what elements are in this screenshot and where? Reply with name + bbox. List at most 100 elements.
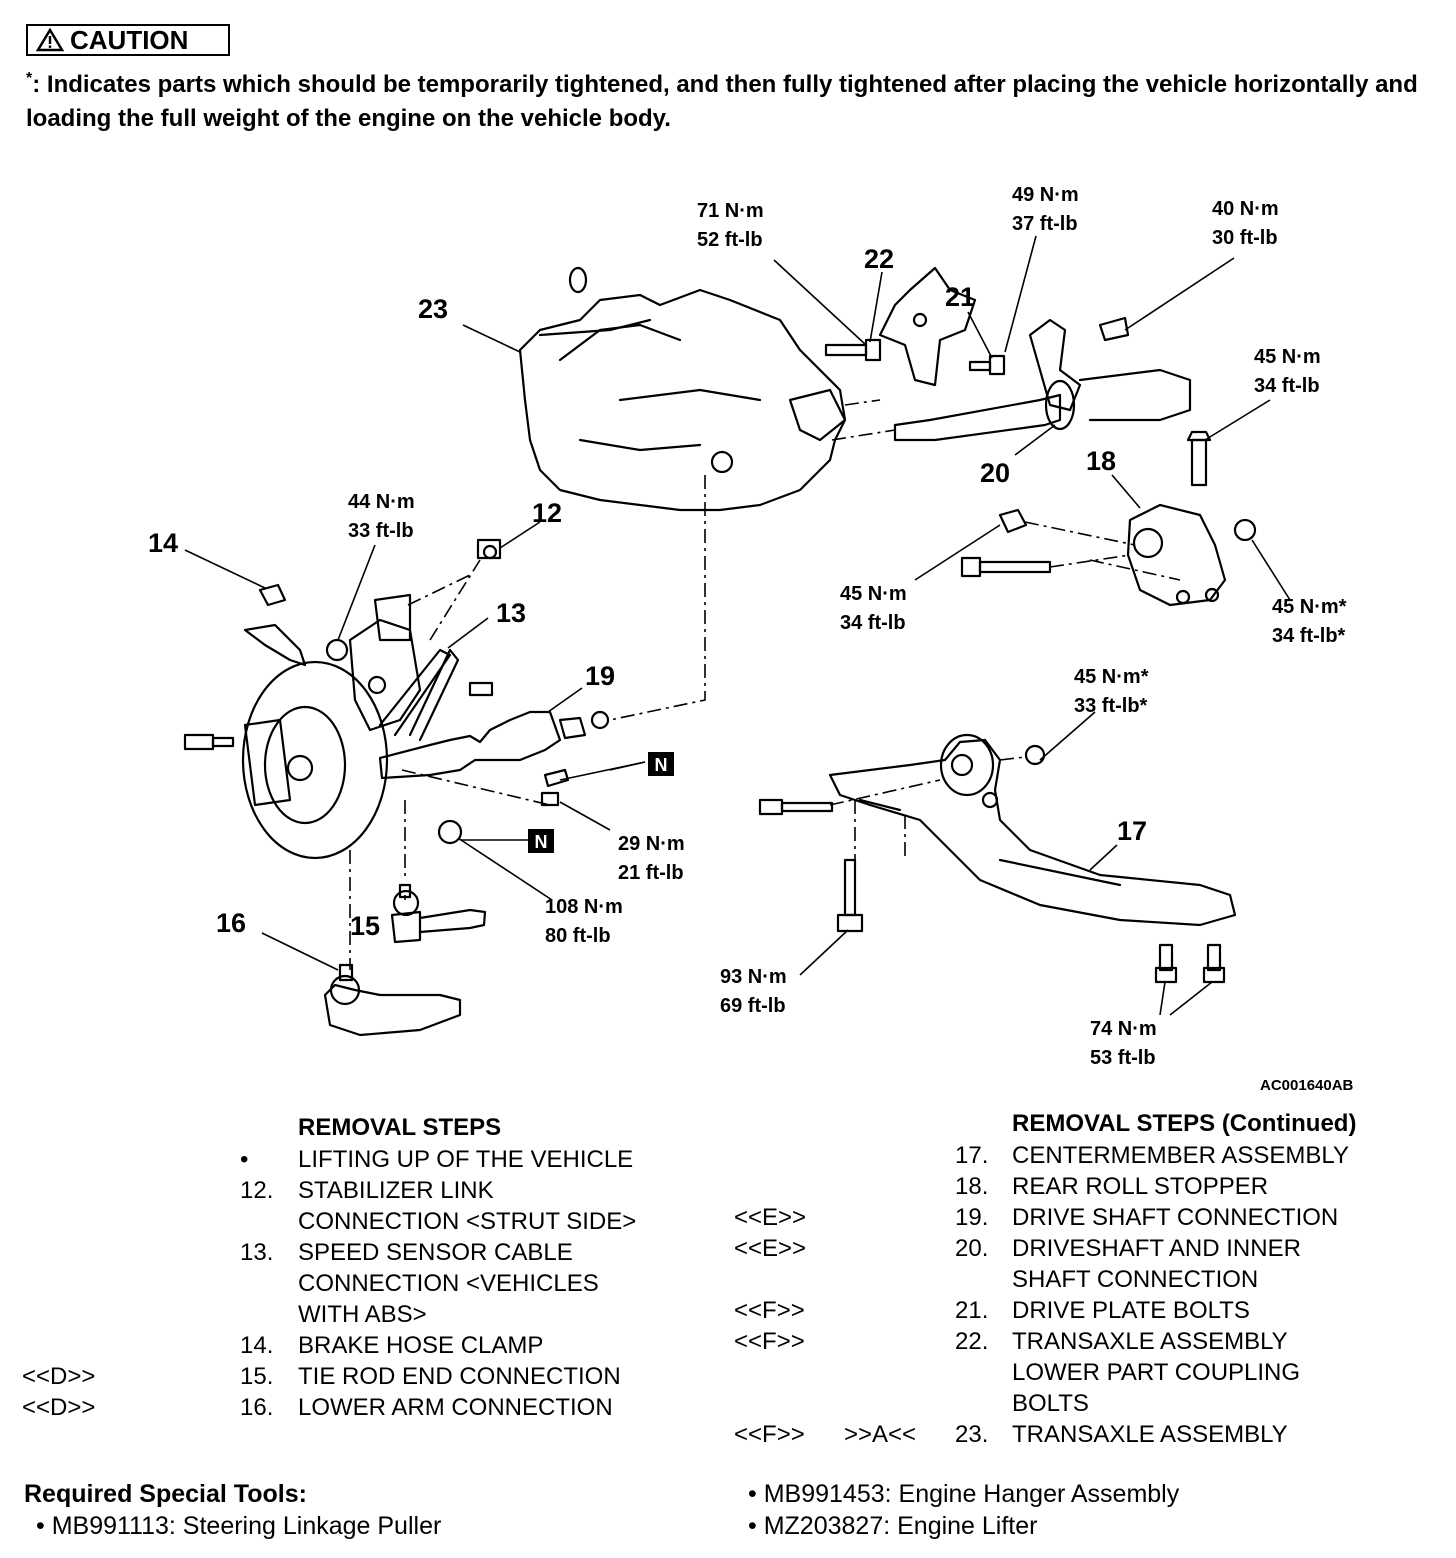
step-number: 12. [240, 1177, 274, 1204]
step-text: STABILIZER LINK [298, 1177, 494, 1204]
caution-box: CAUTION [26, 24, 230, 56]
step-reference: <<E>> [734, 1204, 807, 1231]
svg-text:34 ft-lb: 34 ft-lb [1254, 375, 1320, 397]
step-number: 15. [240, 1363, 274, 1390]
step-number: 21. [955, 1297, 989, 1324]
lower-arm-drawing [323, 963, 462, 1037]
svg-text:45 N·m*: 45 N·m* [1074, 666, 1149, 688]
svg-text:93 N·m: 93 N·m [720, 966, 787, 988]
svg-text:33 ft-lb: 33 ft-lb [348, 520, 414, 542]
part-label-14: 14 [148, 528, 178, 558]
removal-steps-continued-header: REMOVAL STEPS (Continued) [1012, 1110, 1357, 1137]
torque-45-star-33: 45 N·m* 33 ft-lb* [1074, 666, 1149, 717]
svg-text:45 N·m: 45 N·m [840, 583, 907, 605]
drive-plate-drawing [878, 266, 977, 387]
step-reference-secondary: >>A<< [844, 1421, 917, 1448]
centermember-drawing [758, 733, 1237, 984]
step-number: 22. [955, 1328, 989, 1355]
svg-text:74 N·m: 74 N·m [1090, 1018, 1157, 1040]
tool-item: • MZ203827: Engine Lifter [748, 1512, 1038, 1540]
step-text: SHAFT CONNECTION [1012, 1266, 1259, 1293]
step-number: 19. [955, 1204, 989, 1231]
caution-title: CAUTION [70, 24, 189, 55]
removal-steps-header: REMOVAL STEPS [298, 1114, 502, 1141]
svg-text:44 N·m: 44 N·m [348, 491, 415, 513]
step-text: LIFTING UP OF THE VEHICLE [298, 1146, 634, 1173]
small-nuts-drawing [437, 768, 570, 845]
step-text: SPEED SENSOR CABLE [298, 1239, 573, 1266]
svg-text:N: N [655, 755, 668, 775]
step-number: 14. [240, 1332, 274, 1359]
step-text: DRIVESHAFT AND INNER [1012, 1235, 1301, 1262]
torque-93: 93 N·m 69 ft-lb [720, 966, 787, 1017]
torque-29: 29 N·m 21 ft-lb [618, 833, 685, 884]
svg-text:69 ft-lb: 69 ft-lb [720, 995, 786, 1017]
step-text: CONNECTION <STRUT SIDE> [298, 1208, 637, 1235]
svg-text:45 N·m*: 45 N·m* [1272, 596, 1347, 618]
step-text: LOWER ARM CONNECTION [298, 1394, 613, 1421]
svg-text:34 ft-lb*: 34 ft-lb* [1272, 625, 1346, 647]
svg-text:49 N·m: 49 N·m [1012, 184, 1079, 206]
svg-text:29 N·m: 29 N·m [618, 833, 685, 855]
torque-45-mid: 45 N·m 34 ft-lb [840, 583, 907, 634]
step-text: CENTERMEMBER ASSEMBLY [1012, 1142, 1349, 1169]
n-mark-upper: N [648, 752, 674, 776]
svg-text:21 ft-lb: 21 ft-lb [618, 862, 684, 884]
alignment-lines [349, 399, 1181, 970]
svg-text:33 ft-lb*: 33 ft-lb* [1074, 695, 1148, 717]
tool-item: • MB991453: Engine Hanger Assembly [748, 1480, 1180, 1508]
rear-roll-stopper-drawing [960, 430, 1257, 607]
drive-shaft-drawing [378, 710, 610, 780]
step-reference: <<D>> [22, 1394, 96, 1421]
diagram-code: AC001640AB [1260, 1077, 1354, 1094]
svg-text:71 N·m: 71 N·m [697, 200, 764, 222]
part-label-17: 17 [1117, 816, 1147, 846]
special-tools: Required Special Tools: • MB991113: Stee… [0, 1478, 1456, 1556]
step-text: WITH ABS> [298, 1301, 427, 1328]
tie-rod-end-drawing [390, 883, 487, 944]
part-label-16: 16 [216, 908, 246, 938]
step-text: LOWER PART COUPLING [1012, 1359, 1301, 1386]
step-text: DRIVE PLATE BOLTS [1012, 1297, 1250, 1324]
asterisk-mark: * [26, 70, 33, 87]
svg-text:108 N·m: 108 N·m [545, 896, 623, 918]
special-tools-header: Required Special Tools: [24, 1480, 307, 1508]
step-reference: <<E>> [734, 1235, 807, 1262]
step-text: TRANSAXLE ASSEMBLY [1012, 1421, 1288, 1448]
n-mark-lower: N [528, 829, 554, 853]
svg-text:45 N·m: 45 N·m [1254, 346, 1321, 368]
step-text: CONNECTION <VEHICLES [298, 1270, 599, 1297]
step-number: 23. [955, 1421, 989, 1448]
part-label-13: 13 [496, 598, 526, 628]
torque-49: 49 N·m 37 ft-lb [1012, 184, 1079, 235]
step-number: 18. [955, 1173, 989, 1200]
warning-triangle-icon [36, 28, 64, 52]
step-text: BOLTS [1012, 1390, 1089, 1417]
part-label-20: 20 [980, 458, 1010, 488]
svg-text:30 ft-lb: 30 ft-lb [1212, 227, 1278, 249]
step-reference: <<F>> [734, 1421, 805, 1448]
svg-text:N: N [535, 832, 548, 852]
svg-text:34 ft-lb: 34 ft-lb [840, 612, 906, 634]
torque-44: 44 N·m 33 ft-lb [348, 491, 415, 542]
part-label-18: 18 [1086, 446, 1116, 476]
step-number: 16. [240, 1394, 274, 1421]
step-text: REAR ROLL STOPPER [1012, 1173, 1269, 1200]
exploded-diagram: N N 23 22 21 20 18 14 12 13 19 17 16 15 … [148, 184, 1354, 1094]
svg-text:40 N·m: 40 N·m [1212, 198, 1279, 220]
step-text: TRANSAXLE ASSEMBLY [1012, 1328, 1288, 1355]
svg-text:53 ft-lb: 53 ft-lb [1090, 1047, 1156, 1069]
torque-45-top: 45 N·m 34 ft-lb [1254, 346, 1321, 397]
torque-45-star: 45 N·m* 34 ft-lb* [1272, 596, 1347, 647]
step-text: DRIVE SHAFT CONNECTION [1012, 1204, 1339, 1231]
step-number: 20. [955, 1235, 989, 1262]
step-text: TIE ROD END CONNECTION [298, 1363, 621, 1390]
inner-shaft-drawing [893, 316, 1192, 442]
step-reference: <<F>> [734, 1297, 805, 1324]
svg-text:52 ft-lb: 52 ft-lb [697, 229, 763, 251]
leader-lines [184, 235, 1291, 1016]
svg-text:37 ft-lb: 37 ft-lb [1012, 213, 1078, 235]
transaxle-assembly-drawing [518, 266, 847, 512]
torque-71: 71 N·m 52 ft-lb [697, 200, 764, 251]
removal-steps-left: REMOVAL STEPS •LIFTING UP OF THE VEHICLE… [0, 1110, 700, 1430]
